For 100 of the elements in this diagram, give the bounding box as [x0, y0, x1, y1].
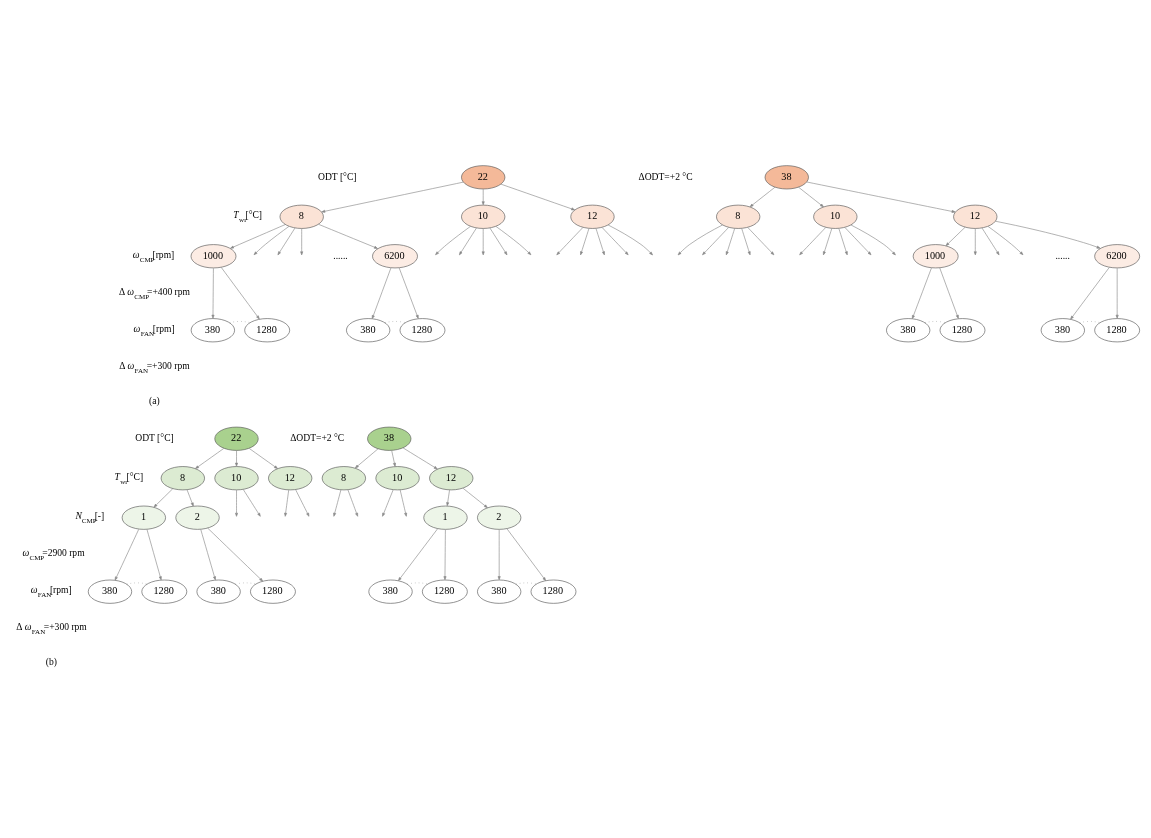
connector — [384, 321, 406, 324]
arrow — [911, 267, 932, 319]
arrow — [747, 227, 775, 256]
arrow — [995, 220, 1101, 249]
arrow — [823, 228, 833, 256]
arrow — [114, 529, 140, 581]
node-ellipse: 1280 — [399, 318, 446, 343]
node-ellipse: 10 — [461, 204, 506, 229]
label: ω$_{FAN}$[rpm] — [133, 322, 175, 338]
arrow — [399, 489, 408, 517]
label: ΔODT=+2 °C — [290, 431, 345, 443]
arrow — [284, 489, 289, 517]
arrow — [497, 529, 501, 581]
arrow — [211, 267, 215, 319]
arrow — [749, 186, 776, 208]
arrow — [300, 228, 304, 256]
arrow — [230, 224, 286, 249]
arrow — [295, 489, 310, 517]
arrow — [500, 183, 575, 211]
arrow — [939, 267, 959, 319]
arrow — [987, 226, 1024, 256]
arrow — [601, 227, 629, 256]
node-ellipse: 10 — [214, 466, 259, 491]
label: ODT [°C] — [318, 170, 357, 182]
arrow — [981, 227, 1000, 256]
connector — [1079, 321, 1101, 324]
arrow — [435, 226, 471, 256]
arrow — [277, 227, 296, 256]
arrow — [556, 227, 584, 256]
label: ω$_{FAN}$[rpm] — [30, 584, 72, 600]
node-ellipse: 1 — [423, 505, 468, 530]
node-ellipse: 38 — [764, 165, 809, 190]
arrow — [495, 226, 532, 256]
label: ω$_{CMP}$=2900 rpm — [22, 547, 85, 563]
node-ellipse: 380 — [196, 579, 241, 604]
node-ellipse: 2 — [175, 505, 220, 530]
arrow — [725, 228, 735, 256]
node-ellipse: 38 — [367, 426, 412, 451]
arrow — [799, 227, 827, 256]
arrow — [207, 527, 263, 582]
label: (a) — [148, 394, 160, 406]
label: (b) — [45, 656, 57, 668]
arrow — [1115, 267, 1119, 319]
label: Δ ω$_{FAN}$=+300 rpm — [16, 621, 87, 637]
label: ω$_{CMP}$[rpm] — [132, 248, 175, 264]
arrow — [506, 528, 547, 581]
arrow — [382, 489, 394, 517]
arrow — [186, 489, 194, 507]
arrow — [459, 227, 477, 256]
arrow — [741, 228, 751, 256]
arrow — [1070, 267, 1110, 320]
node-ellipse: 380 — [477, 579, 522, 604]
node-ellipse: 380 — [886, 318, 931, 343]
arrow — [347, 489, 358, 517]
arrow — [462, 487, 488, 509]
node-ellipse: 1280 — [141, 579, 188, 604]
label: Δ ω$_{FAN}$=+300 rpm — [119, 359, 190, 375]
node-ellipse: 1280 — [1094, 318, 1140, 343]
arrow — [489, 227, 508, 256]
arrow — [402, 447, 438, 470]
arrow — [481, 228, 485, 256]
arrow — [146, 529, 162, 581]
connector — [924, 321, 946, 324]
node-ellipse: 1280 — [422, 579, 468, 604]
node-ellipse: 1280 — [939, 318, 986, 343]
arrow — [248, 448, 278, 469]
arrow — [844, 227, 872, 256]
label: ODT [°C] — [135, 431, 174, 443]
connector — [515, 582, 537, 585]
arrow — [354, 448, 379, 469]
node-ellipse: 380 — [87, 579, 133, 604]
label: ΔODT=+2 °C — [638, 170, 693, 182]
node-ellipse: 22 — [461, 165, 506, 190]
arrow — [333, 489, 342, 517]
arrow — [595, 228, 605, 256]
label: Δ ω$_{CMP}$=+400 rpm — [118, 285, 191, 301]
arrow — [580, 228, 590, 256]
label: ...... — [1055, 249, 1070, 261]
arrow — [806, 181, 956, 213]
label: T$_{wr}$[°C] — [114, 470, 144, 486]
node-ellipse: 380 — [190, 318, 235, 343]
arrow — [235, 489, 238, 517]
arrow — [318, 224, 378, 249]
label: ...... — [333, 249, 348, 261]
arrow — [220, 267, 260, 320]
node-ellipse: 1280 — [244, 318, 290, 343]
arrow — [321, 181, 464, 213]
node-ellipse: 380 — [346, 318, 391, 343]
arrow — [973, 228, 977, 256]
arrow — [446, 489, 450, 507]
arrow — [945, 226, 966, 246]
arrow — [398, 267, 419, 319]
arrow — [607, 224, 653, 256]
arrow — [371, 267, 392, 319]
connector — [235, 582, 256, 585]
arrow — [153, 488, 174, 508]
arrow — [481, 188, 485, 206]
arrow — [443, 529, 447, 581]
node-ellipse: 10 — [375, 466, 420, 491]
label: T$_{wr}$[°C] — [233, 209, 263, 225]
